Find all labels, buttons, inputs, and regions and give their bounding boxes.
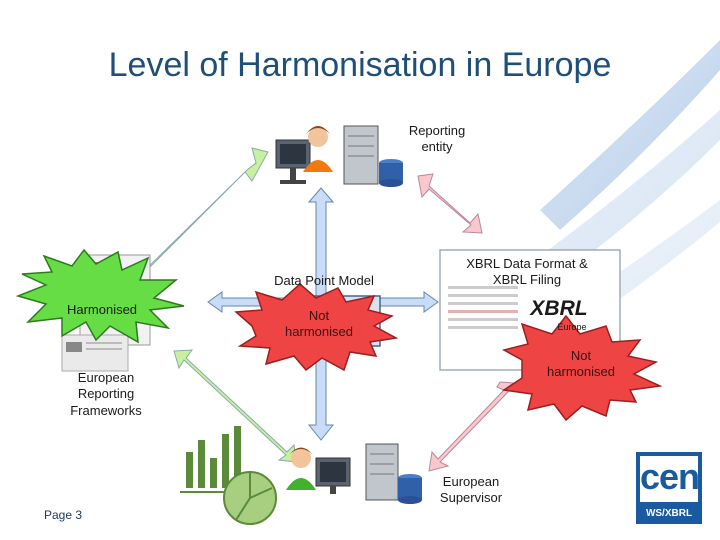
not-harmonised-starburst-center [234, 283, 399, 372]
page-title: Level of Harmonisation in Europe [108, 46, 612, 84]
reporting-entity-label: Reporting entity [408, 123, 466, 155]
server-icon-bottom [365, 443, 422, 504]
xbrl-label: XBRL Data Format & XBRL Filing [466, 256, 588, 288]
frameworks-label: European Reporting Frameworks [70, 370, 142, 418]
not-harmonised-badge-center: Not harmonised [285, 308, 353, 340]
data-point-model-label: Data Point Model [274, 273, 374, 288]
page-number: Page 3 [44, 508, 83, 522]
arrow-pink-bottom-right [428, 381, 515, 472]
server-icon-top [343, 125, 403, 187]
chart-icon [180, 426, 277, 525]
supervisor-label: European Supervisor [439, 474, 503, 506]
harmonised-starburst [15, 248, 185, 344]
not-harmonised-badge-right: Not harmonised [547, 348, 615, 380]
arrow-pink-top-right [417, 173, 483, 234]
cen-logo-bottom: WS/XBRL [645, 508, 693, 519]
harmonised-badge: Harmonised [66, 302, 138, 317]
xbrl-logo-text: XBRL [530, 297, 588, 320]
person-computer-icon-bottom [286, 447, 351, 494]
person-computer-icon-top [275, 126, 333, 184]
not-harmonised-starburst-right [501, 314, 663, 422]
cen-logo-top: cen [640, 456, 700, 497]
cen-logo [636, 452, 702, 524]
xbrl-logo-subtext: Europe [557, 322, 587, 332]
